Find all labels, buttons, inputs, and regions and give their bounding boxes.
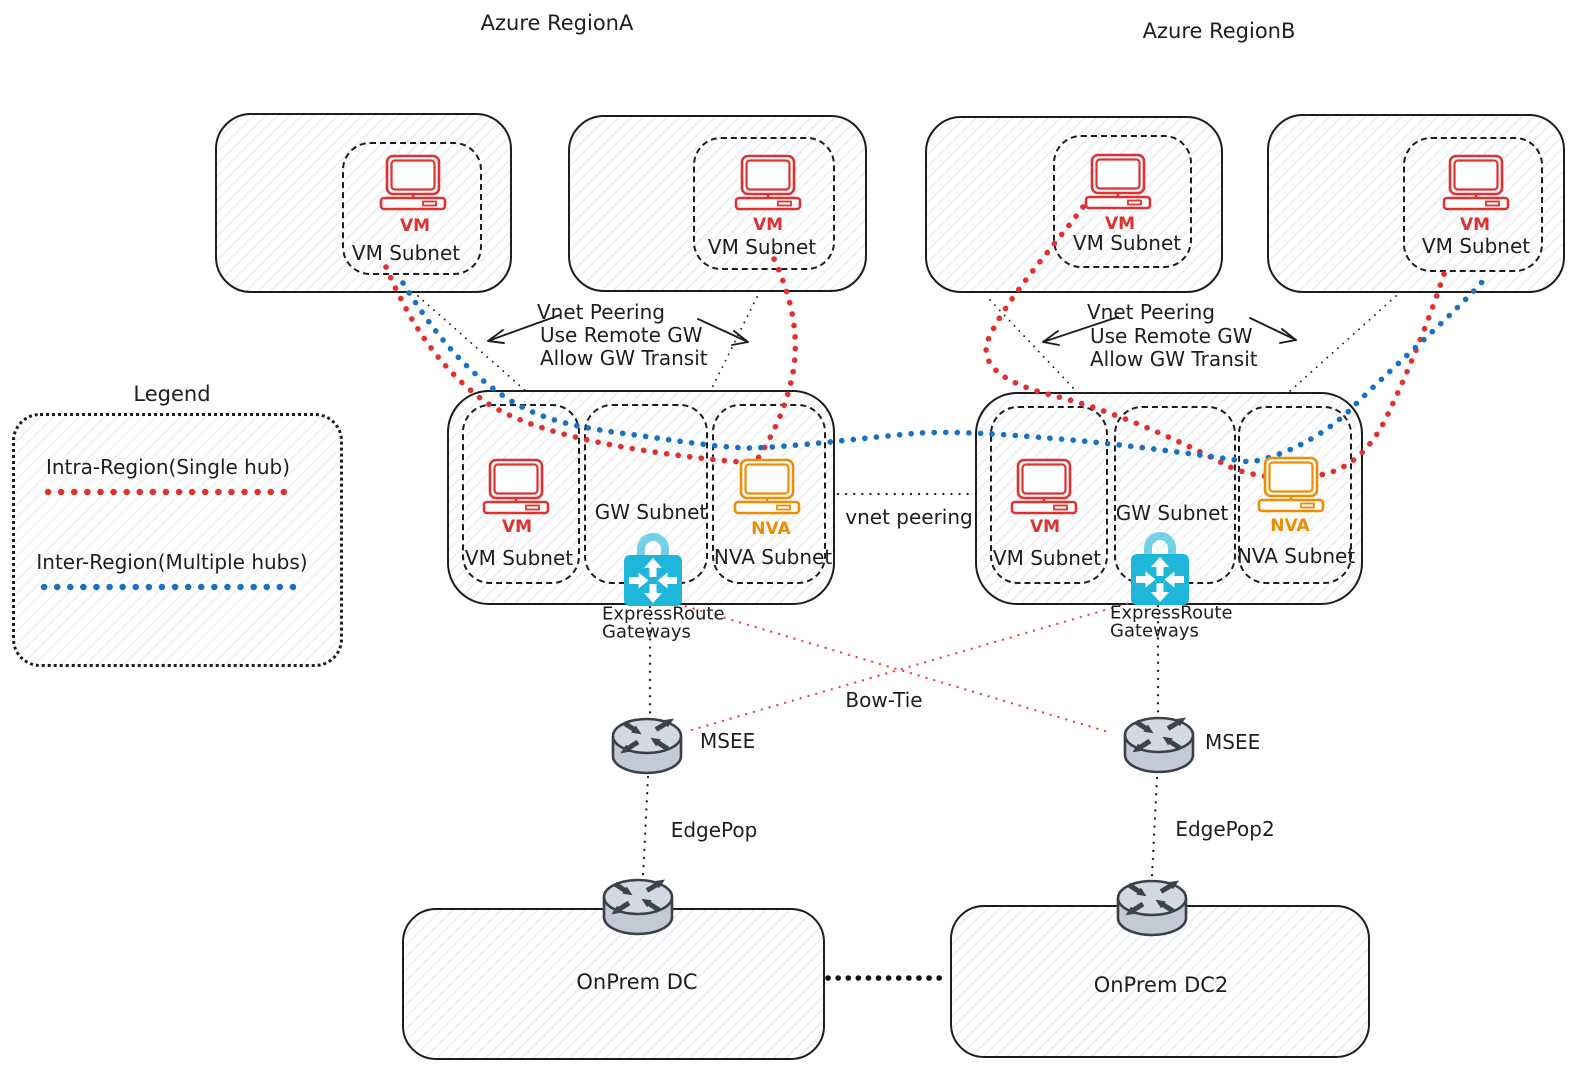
region-a-title: Azure RegionA [480, 11, 634, 35]
hub-b-nva-subnet-label: NVA Subnet [1236, 544, 1356, 568]
peering-note-b-line3: Allow GW Transit [1090, 347, 1258, 371]
legend-title: Legend [133, 382, 211, 406]
legend-inter-label: Inter-Region(Multiple hubs) [36, 550, 308, 574]
legend-box [12, 413, 343, 667]
peering-note-a-line1: Vnet Peering [537, 300, 665, 324]
region-b-title: Azure RegionB [1142, 19, 1296, 43]
vm-subnet-label-a2: VM Subnet [707, 235, 817, 259]
hub-a-vm-subnet-label: VM Subnet [464, 546, 574, 570]
vm-label-a1: VM [399, 216, 431, 236]
vm-subnet-label-b1: VM Subnet [1072, 231, 1182, 255]
hub-a-vm-label: VM [501, 517, 533, 537]
msee-router-icon-a [613, 719, 681, 773]
onprem-dc-a-label: OnPrem DC [576, 970, 698, 994]
vm-label-a2: VM [752, 215, 784, 235]
hub-a-nva-label: NVA [751, 519, 791, 539]
onprem-dc-b-label: OnPrem DC2 [1093, 973, 1229, 997]
hub-b-nva-label: NVA [1270, 516, 1310, 536]
peering-note-a-line2: Use Remote GW [540, 323, 703, 347]
hub-a-gw-subnet-box [584, 404, 708, 584]
legend-intra-label: Intra-Region(Single hub) [45, 455, 291, 479]
peering-note-b-line2: Use Remote GW [1090, 324, 1253, 348]
msee-a-label: MSEE [700, 729, 756, 753]
er-gateways-caption-b-line2: Gateways [1110, 620, 1199, 642]
hub-b-gw-subnet-box [1114, 406, 1236, 584]
edgepop-a-label: EdgePop [670, 818, 758, 842]
msee-router-icon-b [1125, 718, 1193, 772]
er-gateways-caption-a-line2: Gateways [602, 621, 691, 643]
msee-b-label: MSEE [1205, 730, 1261, 754]
edgepop-b-label: EdgePop2 [1175, 817, 1275, 841]
peering-note-a-line3: Allow GW Transit [540, 346, 708, 370]
hub-a-nva-subnet-label: NVA Subnet [713, 545, 833, 569]
vm-subnet-label-a1: VM Subnet [351, 241, 461, 265]
hub-b-vm-label: VM [1029, 517, 1061, 537]
vm-label-b2: VM [1459, 215, 1491, 235]
hub-a-gw-subnet-label: GW Subnet [594, 500, 708, 524]
hub-b-vm-subnet-label: VM Subnet [992, 546, 1102, 570]
vm-subnet-label-b2: VM Subnet [1421, 234, 1531, 258]
bow-tie-label: Bow-Tie [845, 688, 923, 712]
hub-peering-label: vnet peering [845, 505, 973, 529]
bow-tie-links [676, 597, 1145, 735]
hub-b-gw-subnet-label: GW Subnet [1115, 501, 1229, 525]
peering-note-b-line1: Vnet Peering [1087, 300, 1215, 324]
